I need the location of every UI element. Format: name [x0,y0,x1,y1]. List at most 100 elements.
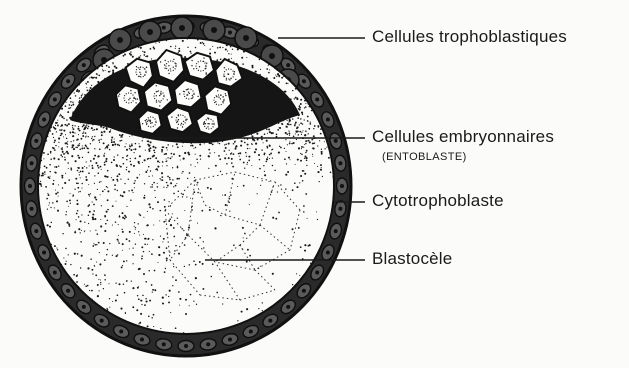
stipple-dot [49,177,51,179]
stipple-dot [197,182,199,184]
stipple-dot [152,175,153,176]
stipple-dot [49,164,51,166]
stipple-dot [115,221,117,223]
stipple-dot [86,127,87,128]
stipple-dot [122,243,124,245]
polar-trophoblast-nucleus [269,53,275,59]
stipple-dot [246,156,247,157]
stipple-dot [130,161,132,163]
stipple-dot [97,68,99,70]
stipple-dot [147,211,148,212]
stipple-dot [107,199,109,201]
stipple-dot [235,145,237,147]
stipple-dot [173,236,175,238]
stipple-dot [262,310,263,311]
stipple-dot [183,158,185,160]
stipple-dot [95,274,97,276]
stipple-dot [70,132,71,133]
stipple-dot [146,55,148,57]
stipple-dot [139,174,140,175]
stipple-dot [99,290,100,291]
stipple-dot [96,262,97,263]
stipple-dot [60,154,62,156]
stipple-dot [301,132,302,133]
stipple-dot [98,242,100,244]
stipple-dot [105,176,107,178]
stipple-dot [79,172,80,173]
stipple-dot [268,72,270,74]
stipple-dot [269,145,271,147]
stipple-dot [231,54,232,55]
stipple-dot [166,187,167,188]
stipple-dot [252,67,253,68]
trophoblast-nucleus [315,271,319,275]
stipple-dot [145,150,146,151]
stipple-dot [295,97,297,99]
stipple-dot [76,213,78,215]
stipple-dot [124,146,125,147]
stipple-dot [203,241,204,242]
stipple-dot [162,297,164,299]
stipple-dot [107,220,109,222]
stipple-dot [108,209,109,210]
stipple-dot [204,143,205,144]
stipple-dot [167,149,168,150]
stipple-dot [283,76,284,77]
stipple-dot [114,65,116,67]
stipple-dot [255,71,257,73]
stipple-dot [135,227,136,228]
stipple-dot [63,153,65,155]
stipple-dot [191,143,192,144]
stipple-dot [101,205,102,206]
stipple-dot [214,227,216,229]
stipple-dot [41,185,42,186]
stipple-dot [260,69,261,70]
stipple-dot [151,284,153,286]
stipple-dot [129,136,130,137]
stipple-dot [121,140,122,141]
stipple-dot [144,183,145,184]
stipple-dot [93,139,95,141]
stipple-dot [164,206,166,208]
stipple-dot [299,124,300,125]
stipple-dot [133,149,134,150]
stipple-dot [73,148,75,150]
stipple-dot [119,94,120,95]
stipple-dot [67,111,69,113]
stipple-dot [122,265,123,266]
stipple-dot [110,129,111,130]
stipple-dot [47,135,49,137]
stipple-dot [225,144,227,146]
stipple-dot [300,153,301,154]
stipple-dot [196,304,197,305]
stipple-dot [119,145,121,147]
stipple-dot [149,251,150,252]
stipple-dot [182,171,184,173]
stipple-dot [72,127,73,128]
stipple-dot [118,173,120,175]
stipple-dot [64,182,66,184]
stipple-dot [248,156,250,158]
stipple-dot [163,146,165,148]
stipple-dot [105,160,107,162]
trophoblast-nucleus [268,319,272,323]
stipple-dot [300,246,302,248]
stipple-dot [199,237,201,239]
stipple-dot [292,189,294,191]
stipple-dot [99,148,101,150]
stipple-dot [160,61,161,62]
stipple-dot [85,145,87,147]
stipple-dot [112,225,113,226]
stipple-dot [104,189,105,190]
stipple-dot [80,177,81,178]
stipple-dot [53,157,55,159]
stipple-dot [62,187,64,189]
stipple-dot [104,279,106,281]
stipple-dot [319,140,320,141]
stipple-dot [159,178,160,179]
stipple-dot [249,204,250,205]
stipple-dot [316,211,317,212]
stipple-dot [251,144,252,145]
stipple-dot [187,47,188,48]
